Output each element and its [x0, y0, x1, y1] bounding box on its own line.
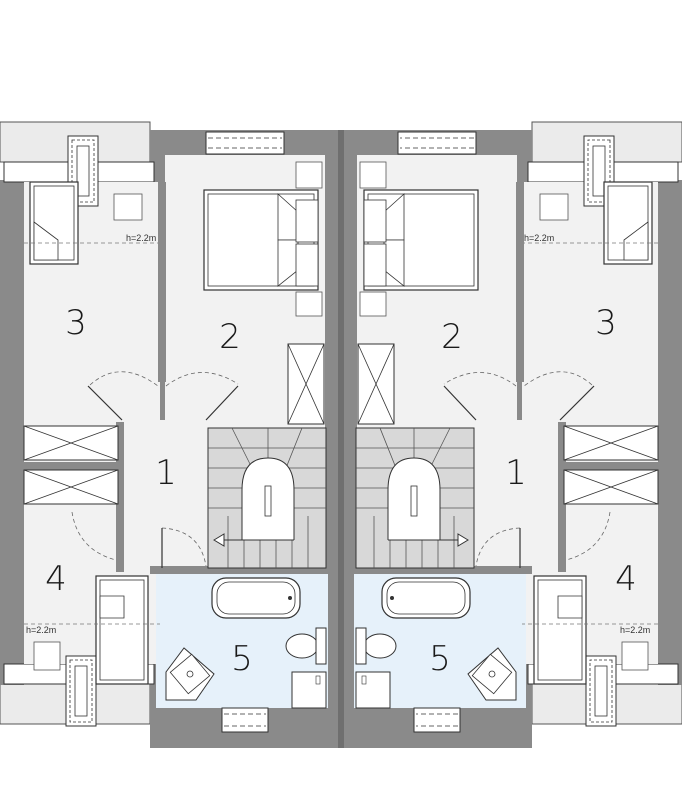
- room-number-bathroom: 5: [429, 639, 451, 679]
- gable-wall: [0, 180, 24, 685]
- height-note-bottom: h=2.2m: [620, 625, 650, 635]
- roof-window-icon: [65, 655, 97, 727]
- room-number-hall: 1: [155, 453, 177, 493]
- room-number-bedroom-top: 3: [65, 303, 87, 343]
- washer-icon: [291, 671, 327, 709]
- room-number-hall: 1: [505, 453, 527, 493]
- room-number-bedroom-double: 2: [441, 317, 463, 357]
- room-number-bedroom-top: 3: [595, 303, 617, 343]
- stairs-arrow-icon: [213, 533, 225, 547]
- single-bed-icon: [95, 575, 149, 685]
- bathtub-icon: [211, 577, 301, 619]
- unit-right: [340, 122, 682, 748]
- room-number-bedroom-double: 2: [219, 317, 241, 357]
- room-number-bathroom: 5: [231, 639, 253, 679]
- height-note-bottom: h=2.2m: [26, 625, 56, 635]
- room-number-bedroom-bottom: 4: [615, 559, 637, 599]
- unit-left: [0, 121, 342, 748]
- party-wall: [338, 130, 344, 748]
- room-number-bedroom-bottom: 4: [45, 559, 67, 599]
- height-note-top: h=2.2m: [524, 233, 554, 243]
- height-note-top: h=2.2m: [126, 233, 156, 243]
- toilet-icon: [285, 633, 319, 659]
